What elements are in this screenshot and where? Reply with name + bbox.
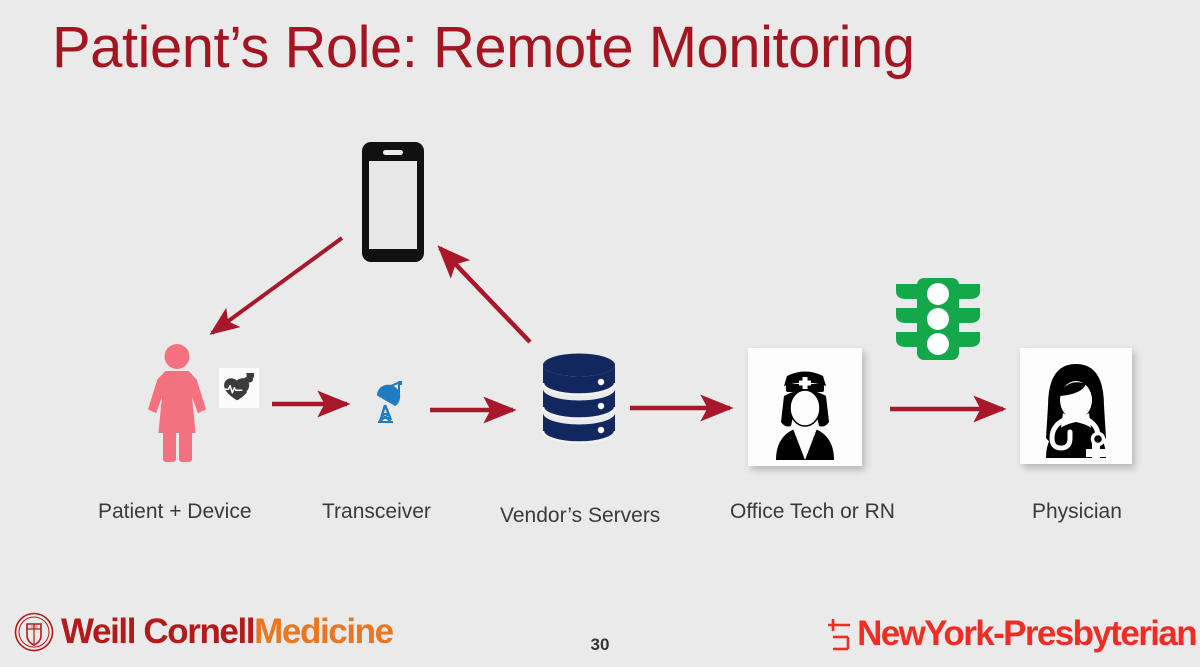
- arrow-phone-to-patient: [209, 236, 344, 335]
- person-body: [148, 371, 206, 433]
- database-icon: [539, 352, 619, 454]
- female-person-icon: [146, 344, 208, 462]
- heart-monitor-device-icon: [219, 368, 259, 408]
- node-label-physician: Physician: [1032, 500, 1122, 523]
- smartphone-icon: [362, 142, 424, 262]
- page-number: 30: [590, 635, 610, 654]
- person-leg-left: [163, 432, 176, 462]
- weill-cornell-logo: 1865 Weill CornellMedicine: [14, 612, 394, 652]
- arrow-servers-to-phone: [437, 245, 532, 344]
- nyp-logo: NewYork-Presbyterian: [826, 614, 1198, 654]
- nurse-icon: [748, 348, 862, 466]
- person-head: [164, 344, 190, 369]
- svg-text:1865: 1865: [30, 625, 37, 629]
- phone-screen: [369, 161, 417, 249]
- satellite-dish-icon: [366, 374, 424, 432]
- node-label-transceiver: Transceiver: [322, 500, 431, 523]
- node-label-vendor-servers: Vendor’s Servers: [500, 504, 661, 527]
- node-label-patient: Patient + Device: [98, 500, 252, 523]
- page-title: Patient’s Role: Remote Monitoring: [52, 15, 915, 80]
- weill-cornell-wordmark: Weill CornellMedicine: [61, 612, 394, 652]
- physician-icon: [1020, 348, 1132, 464]
- weill-cornell-text: Weill Cornell: [61, 612, 256, 651]
- cornell-seal-icon: 1865: [14, 612, 54, 652]
- nyp-wordmark: NewYork-Presbyterian: [857, 614, 1197, 653]
- medicine-text: Medicine: [254, 612, 394, 651]
- nyp-bracket-icon: [828, 619, 851, 651]
- traffic-light-icon: [884, 278, 992, 360]
- person-leg-right: [179, 432, 192, 462]
- node-label-office-tech: Office Tech or RN: [730, 500, 895, 523]
- phone-speaker-icon: [383, 150, 403, 155]
